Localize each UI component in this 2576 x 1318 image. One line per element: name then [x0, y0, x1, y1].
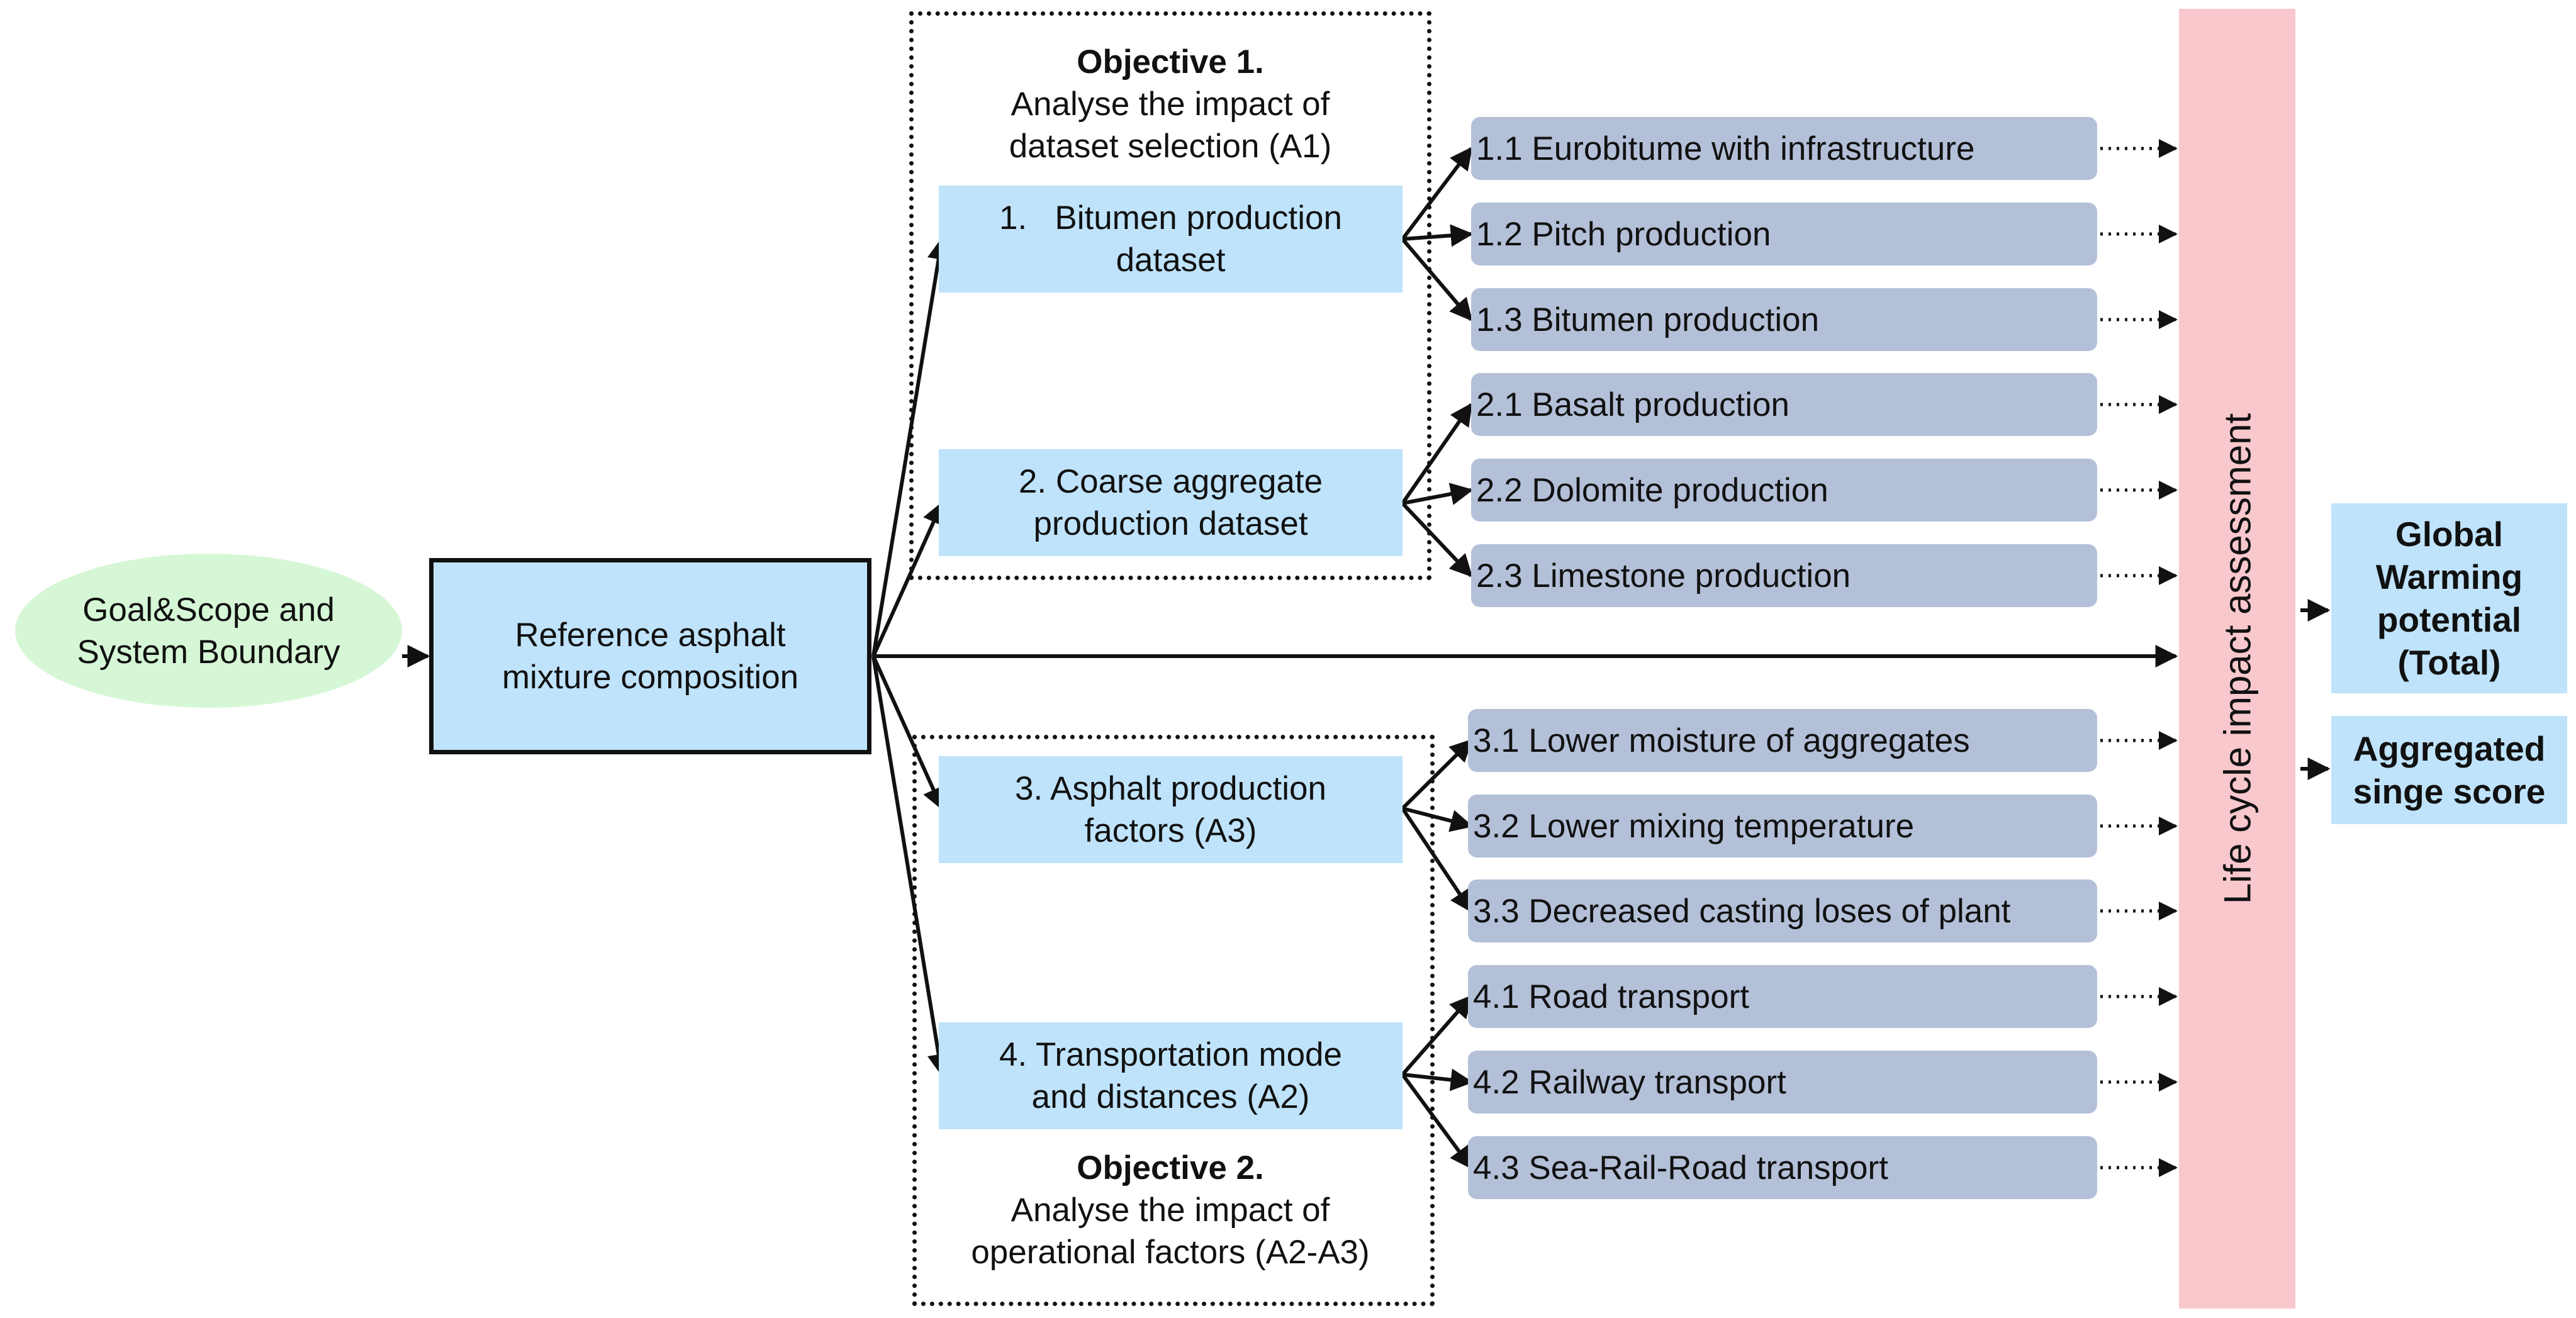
- scenario-node: 2.2 Dolomite production: [1471, 459, 2097, 522]
- scenario-node: 3.1 Lower moisture of aggregates: [1468, 709, 2097, 772]
- category-to-scenario-arrow: [1401, 739, 1473, 810]
- lca-bar: Life cycle impact assessment: [2179, 9, 2295, 1309]
- category-to-scenario-arrow: [1401, 147, 1473, 240]
- result-line: Aggregated: [2353, 729, 2546, 768]
- scenario-node: 1.3 Bitumen production: [1471, 288, 2097, 351]
- category-line: 3. Asphalt production: [1014, 770, 1326, 807]
- category-to-scenario-arrow: [1402, 483, 1474, 505]
- objective1-title: Objective 1.: [1077, 43, 1264, 81]
- scenario-node: 4.3 Sea-Rail-Road transport: [1468, 1136, 2097, 1199]
- scenario-label: 1.1 Eurobitume with infrastructure: [1476, 130, 1975, 167]
- reference-to-category-arrow: [871, 655, 944, 811]
- scenario-node: 1.2 Pitch production: [1471, 203, 2097, 265]
- scenario-label: 3.2 Lower mixing temperature: [1473, 807, 1915, 845]
- objective1-frame: [909, 11, 1431, 580]
- category-line: 4. Transportation mode: [999, 1036, 1343, 1073]
- result-line: Warming: [2375, 557, 2523, 596]
- category-to-scenario-arrow: [1401, 1073, 1473, 1170]
- reference-to-category-arrow: [871, 501, 944, 657]
- result-line: potential: [2377, 600, 2522, 639]
- reference-to-category-arrow: [871, 237, 950, 657]
- category-line: production dataset: [1033, 505, 1308, 542]
- goal-scope-line: Goal&Scope and: [82, 591, 335, 628]
- category-line: 1. Bitumen production: [999, 199, 1343, 237]
- objective1-line: Analyse the impact of: [1011, 85, 1330, 123]
- objective2-line: Analyse the impact of: [1011, 1191, 1330, 1229]
- scenario-label: 3.3 Decreased casting loses of plant: [1473, 892, 2011, 930]
- category-to-scenario-arrow: [1401, 501, 1473, 578]
- category-line: 2. Coarse aggregate: [1018, 463, 1323, 500]
- scenario-label: 3.1 Lower moisture of aggregates: [1473, 722, 1970, 759]
- goal-scope-node: Goal&Scope and System Boundary: [15, 554, 402, 708]
- scenario-node: 2.1 Basalt production: [1471, 373, 2097, 436]
- result-line: Global: [2395, 515, 2504, 554]
- category-node: 3. Asphalt production factors (A3): [939, 756, 1403, 863]
- category-line: factors (A3): [1084, 812, 1257, 849]
- scenario-label: 1.3 Bitumen production: [1476, 301, 1820, 338]
- category-to-scenario-arrow: [1401, 995, 1473, 1076]
- category-line: and distances (A2): [1031, 1078, 1310, 1115]
- category-to-scenario-arrow: [1402, 224, 1474, 247]
- lca-label: Life cycle impact assessment: [2216, 413, 2258, 905]
- category-to-scenario-arrow: [1402, 807, 1474, 832]
- category-to-scenario-arrow: [1402, 1068, 1474, 1092]
- goal-scope-line: System Boundary: [77, 633, 340, 671]
- category-to-scenario-arrow: [1401, 807, 1473, 913]
- objective2-title: Objective 2.: [1077, 1149, 1264, 1187]
- scenario-node: 2.3 Limestone production: [1471, 544, 2097, 607]
- reference-line: Reference asphalt: [515, 617, 786, 654]
- scenario-label: 4.2 Railway transport: [1473, 1063, 1786, 1101]
- scenario-node: 3.3 Decreased casting loses of plant: [1468, 880, 2097, 942]
- objective2-frame: [912, 735, 1435, 1306]
- result-node: Global Warming potential (Total): [2331, 503, 2567, 693]
- scenario-label: 2.2 Dolomite production: [1476, 471, 1828, 509]
- result-line: singe score: [2353, 772, 2546, 811]
- category-node: 1. Bitumen production dataset: [939, 186, 1403, 293]
- result-node: Aggregated singe score: [2331, 716, 2567, 824]
- reference-node: Reference asphalt mixture composition: [429, 558, 871, 754]
- scenario-label: 4.3 Sea-Rail-Road transport: [1473, 1149, 1888, 1187]
- scenario-label: 2.3 Limestone production: [1476, 557, 1851, 595]
- objective2-text: Objective 2. Analyse the impact of opera…: [919, 1144, 1422, 1276]
- category-to-scenario-arrow: [1401, 403, 1473, 505]
- scenario-label: 4.1 Road transport: [1473, 978, 1749, 1015]
- category-node: 4. Transportation mode and distances (A2…: [939, 1022, 1403, 1129]
- objective1-text: Objective 1. Analyse the impact of datas…: [919, 38, 1422, 170]
- scenario-node: 4.2 Railway transport: [1468, 1051, 2097, 1114]
- objective1-line: dataset selection (A1): [1009, 127, 1332, 165]
- scenario-label: 2.1 Basalt production: [1476, 386, 1789, 423]
- scenario-node: 3.2 Lower mixing temperature: [1468, 795, 2097, 857]
- scenario-label: 1.2 Pitch production: [1476, 215, 1771, 253]
- category-to-scenario-arrow: [1401, 238, 1473, 321]
- reference-line: mixture composition: [501, 659, 799, 696]
- result-line: (Total): [2397, 643, 2501, 682]
- scenario-node: 4.1 Road transport: [1468, 965, 2097, 1028]
- category-line: dataset: [1116, 242, 1226, 279]
- objective2-line: operational factors (A2-A3): [971, 1233, 1370, 1271]
- scenario-node: 1.1 Eurobitume with infrastructure: [1471, 117, 2097, 180]
- reference-to-category-arrow: [871, 656, 950, 1077]
- category-node: 2. Coarse aggregate production dataset: [939, 449, 1403, 556]
